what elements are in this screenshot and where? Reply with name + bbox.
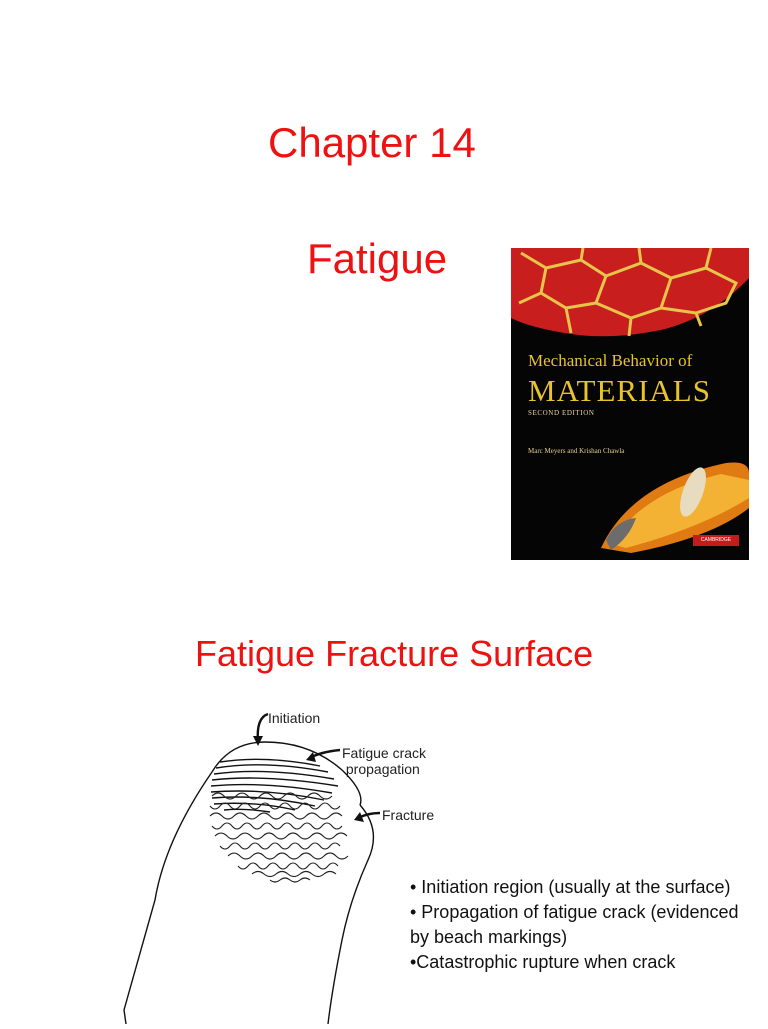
book-cover-image: Mechanical Behavior of MATERIALS SECOND …	[511, 248, 749, 560]
book-edition: SECOND EDITION	[528, 409, 595, 417]
book-authors: Marc Meyers and Krishan Chawla	[528, 447, 625, 455]
bullet-item-initiation: • Initiation region (usually at the surf…	[410, 877, 731, 897]
label-propagation: Fatigue crack propagation	[342, 745, 427, 777]
topic-title: Fatigue	[307, 235, 448, 282]
bullet-item-propagation: • Propagation of fatigue crack (evidence…	[410, 902, 739, 947]
label-initiation: Initiation	[268, 710, 321, 726]
label-fracture: Fracture	[382, 807, 435, 823]
section-heading: Fatigue Fracture Surface	[195, 633, 594, 674]
cylinder-specimen-drawing	[123, 712, 381, 1025]
book-title-line2: MATERIALS	[528, 373, 711, 408]
bullet-item-rupture: •Catastrophic rupture when crack	[410, 952, 676, 972]
fracture-surface-diagram: Initiation Fatigue crack propagation Fra…	[120, 700, 460, 1025]
book-title-line1: Mechanical Behavior of	[528, 351, 693, 370]
book-cover-art	[511, 248, 749, 553]
chapter-title: Chapter 14	[268, 119, 476, 166]
bullet-list: • Initiation region (usually at the surf…	[410, 875, 750, 975]
book-publisher: CAMBRIDGE	[693, 535, 739, 546]
